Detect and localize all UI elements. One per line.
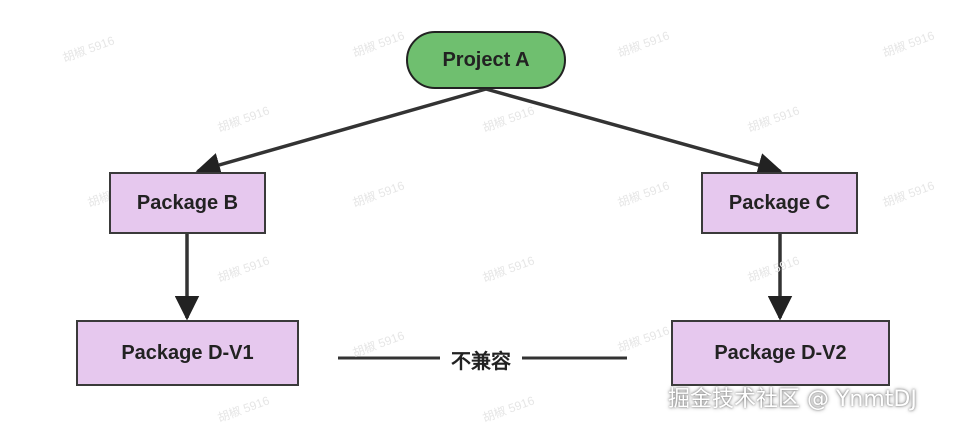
node-project-a: Project A	[406, 31, 566, 89]
node-package-d-v2: Package D-V2	[671, 320, 890, 386]
incompatible-label: 不兼容	[440, 344, 522, 374]
edge-project-a-to-package-c	[485, 87, 783, 177]
node-package-d-v1: Package D-V1	[76, 320, 299, 386]
node-package-b: Package B	[109, 172, 266, 234]
node-package-b-label: Package B	[136, 191, 239, 214]
node-project-a-label: Project A	[442, 48, 530, 71]
edge-project-a-to-package-b	[195, 87, 487, 177]
footer-watermark: 掘金技术社区 @ YnmtDJ	[668, 387, 917, 412]
node-package-c: Package C	[701, 172, 858, 234]
node-package-d-v1-label: Package D-V1	[121, 341, 254, 364]
node-package-c-label: Package C	[728, 191, 831, 214]
node-package-d-v2-label: Package D-V2	[714, 341, 847, 364]
